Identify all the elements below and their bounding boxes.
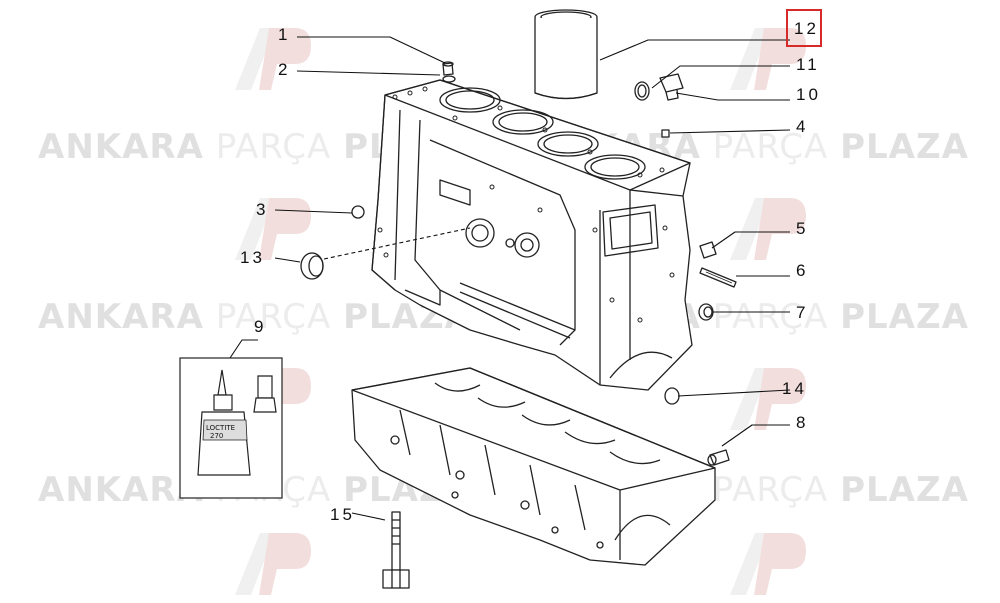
callout-3[interactable]: 3 — [256, 200, 269, 219]
cylinder-liner-part[interactable] — [534, 9, 598, 100]
callout-10[interactable]: 10 — [796, 85, 821, 104]
watermark-logo-icon — [235, 28, 311, 90]
watermark-logo-icon — [730, 198, 806, 260]
leader-lines — [229, 36, 791, 521]
callout-14[interactable]: 14 — [782, 379, 807, 398]
sealant-label-line1: LOCTITE — [206, 424, 235, 432]
bushing-part[interactable] — [699, 241, 717, 259]
washer-part[interactable] — [442, 75, 456, 83]
bedplate-part[interactable] — [351, 367, 716, 566]
bolt-part[interactable] — [382, 511, 410, 589]
expansion-plug-small-part[interactable] — [661, 129, 670, 138]
callout-13[interactable]: 13 — [240, 248, 265, 267]
callout-15[interactable]: 15 — [330, 505, 355, 524]
callout-2[interactable]: 2 — [278, 60, 291, 79]
callout-8[interactable]: 8 — [796, 413, 809, 432]
watermark-logo-icon — [730, 533, 806, 595]
callout-11[interactable]: 11 — [796, 55, 820, 74]
callout-12[interactable]: 12 — [794, 19, 819, 38]
plug-14-part[interactable] — [664, 387, 680, 405]
watermark-logo-icon — [235, 198, 311, 260]
camshaft-bush-part[interactable] — [300, 252, 324, 280]
callout-6[interactable]: 6 — [796, 261, 809, 280]
cup-plug-part[interactable] — [351, 205, 365, 219]
sealant-label-line2: 270 — [210, 432, 223, 440]
cylinder-block-part[interactable] — [371, 79, 693, 391]
callout-9[interactable]: 9 — [254, 317, 267, 336]
sealing-ring-part[interactable] — [634, 81, 650, 101]
dowel-pin-part[interactable] — [699, 267, 737, 288]
bush-8-part[interactable] — [707, 449, 730, 466]
callout-7[interactable]: 7 — [796, 303, 809, 322]
callout-5[interactable]: 5 — [796, 219, 809, 238]
callout-4[interactable]: 4 — [796, 117, 809, 136]
ring-part[interactable] — [698, 303, 714, 321]
watermark-logo-icon — [730, 28, 806, 90]
sealant-kit-part[interactable]: LOCTITE 270 — [179, 357, 283, 499]
plug-part[interactable] — [442, 61, 454, 76]
watermark-logo-icon — [730, 368, 806, 430]
callout-1[interactable]: 1 — [278, 25, 291, 44]
watermark-logo-icon — [235, 533, 311, 595]
highlight-box — [786, 9, 822, 47]
drain-plug-part[interactable] — [659, 73, 684, 101]
